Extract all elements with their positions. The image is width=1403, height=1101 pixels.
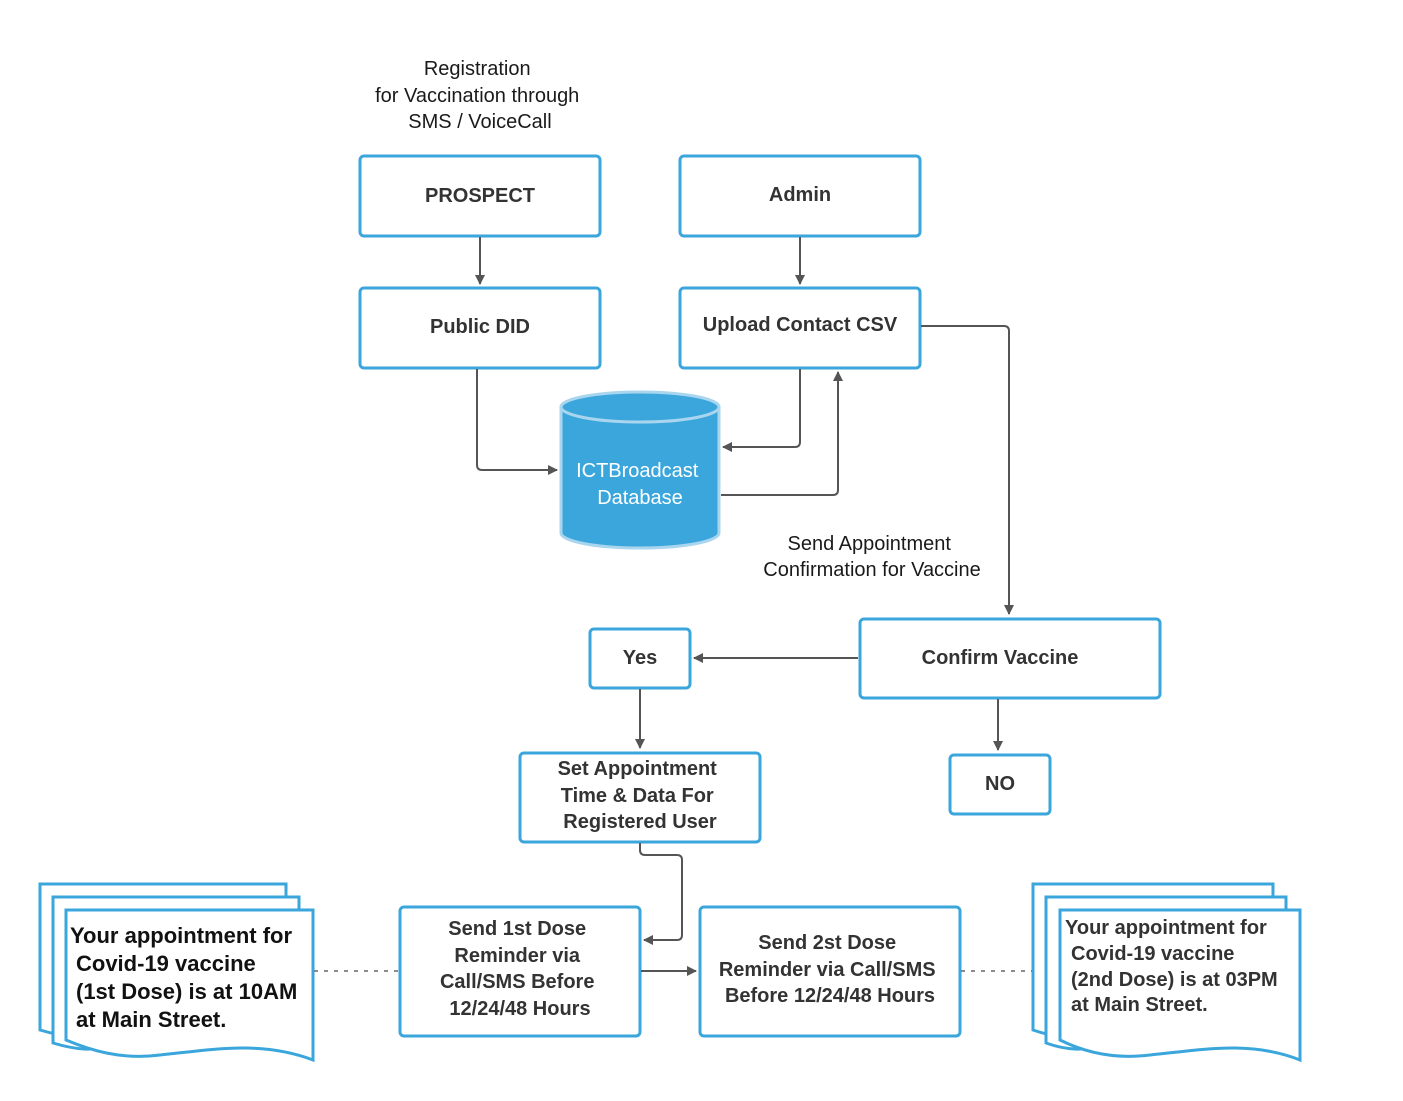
confirm-vaccine-label: Confirm Vaccine — [922, 647, 1079, 669]
database-node: ICTBroadcast Database — [559, 390, 721, 550]
upload-csv-label: Upload Contact CSV — [703, 314, 898, 336]
first-dose-node: Send 1st Dose Reminder via Call/SMS Befo… — [398, 905, 642, 1038]
prospect-node: PROSPECT — [358, 154, 602, 238]
public-did-node: Public DID — [358, 286, 602, 370]
database-label: ICTBroadcast Database — [576, 460, 704, 509]
yes-node: Yes — [588, 627, 692, 690]
first-dose-message-text: Your appointment for Covid-19 vaccine (1… — [70, 923, 303, 1032]
edge-set-appointment-to-first-dose — [639, 843, 683, 945]
first-dose-label: Send 1st Dose Reminder via Call/SMS Befo… — [440, 918, 600, 1020]
edge-upload-csv-to-database — [722, 369, 801, 452]
database-top — [559, 390, 721, 424]
admin-label: Admin — [769, 184, 831, 206]
confirm-vaccine-node: Confirm Vaccine — [858, 617, 1162, 700]
admin-node: Admin — [678, 154, 922, 238]
first-dose-message-document: Your appointment for Covid-19 vaccine (1… — [38, 882, 315, 1063]
database-body — [559, 405, 721, 550]
set-appointment-label: Set Appointment Time & Data For Register… — [558, 758, 723, 833]
document-page-front — [1058, 908, 1302, 1063]
registration-note: Registration for Vaccination through SMS… — [375, 58, 585, 133]
send-confirmation-label: Send Appointment Confirmation for Vaccin… — [763, 533, 981, 581]
set-appointment-node: Set Appointment Time & Data For Register… — [518, 751, 762, 844]
edge-database-to-upload-csv — [721, 371, 843, 496]
upload-csv-node: Upload Contact CSV — [678, 286, 922, 370]
no-node: NO — [948, 753, 1052, 816]
second-dose-message-text: Your appointment for Covid-19 vaccine (2… — [1065, 917, 1283, 1016]
edge-public-did-to-database — [476, 369, 558, 475]
second-dose-node: Send 2st Dose Reminder via Call/SMS Befo… — [698, 905, 962, 1038]
prospect-label: PROSPECT — [425, 185, 535, 207]
yes-label: Yes — [623, 647, 657, 669]
second-dose-label: Send 2st Dose Reminder via Call/SMS Befo… — [719, 932, 941, 1007]
no-label: NO — [985, 773, 1015, 795]
document-page-front — [64, 908, 315, 1063]
public-did-label: Public DID — [430, 316, 530, 338]
second-dose-message-document: Your appointment for Covid-19 vaccine (2… — [1031, 882, 1302, 1063]
edge-upload-csv-to-confirm-vaccine — [921, 325, 1014, 615]
